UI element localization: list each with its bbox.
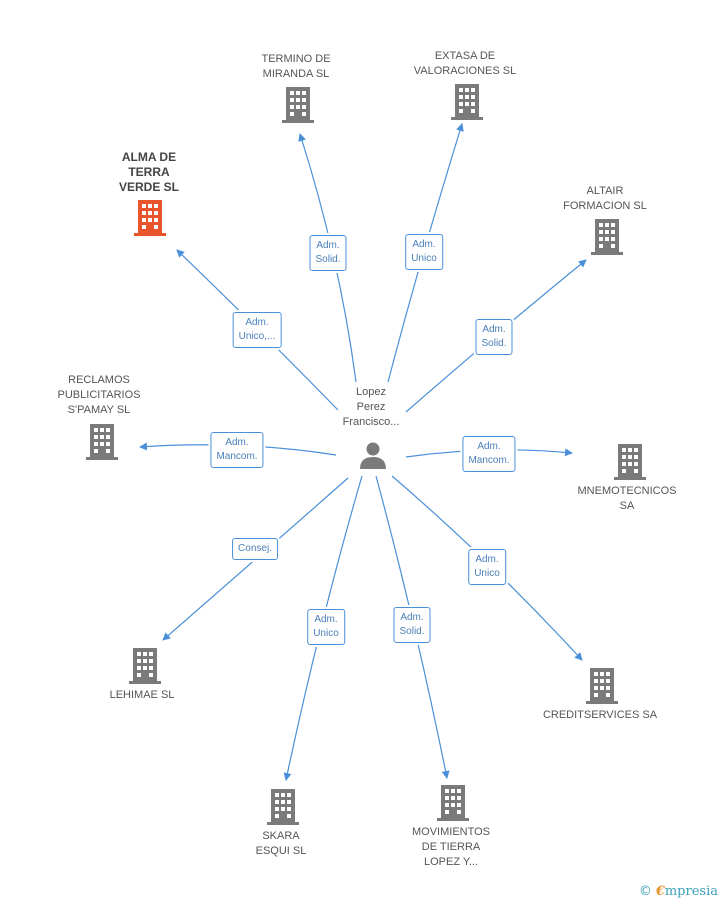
role-label: Adm. Unico	[468, 549, 506, 585]
building-icon[interactable]	[129, 648, 161, 684]
company-label-credit[interactable]: CREDITSERVICES SA	[542, 709, 658, 721]
brand-logo-text: mpresia	[664, 884, 718, 899]
company-label-skara[interactable]: SKARA ESQUI SL	[255, 830, 307, 857]
building-icon[interactable]	[437, 785, 469, 821]
brand-logo-mark: €	[655, 884, 665, 899]
role-label: Adm. Unico	[307, 609, 345, 645]
role-label: Adm. Mancom.	[210, 432, 264, 468]
company-label-alma[interactable]: ALMA DE TERRA VERDE SL	[118, 150, 180, 194]
company-label-mnemo[interactable]: MNEMOTECNICOS SA	[577, 485, 677, 512]
role-label: Adm. Solid.	[475, 319, 513, 355]
building-icon[interactable]	[282, 87, 314, 123]
building-icon[interactable]	[614, 444, 646, 480]
building-icon[interactable]	[86, 424, 118, 460]
company-label-extasa[interactable]: EXTASA DE VALORACIONES SL	[413, 50, 517, 77]
role-label: Adm. Unico	[405, 234, 443, 270]
copyright-icon: ©	[638, 884, 652, 899]
company-label-altair[interactable]: ALTAIR FORMACION SL	[563, 185, 647, 212]
company-label-reclamos[interactable]: RECLAMOS PUBLICITARIOS S'PAMAY SL	[57, 374, 141, 416]
building-icon[interactable]	[451, 84, 483, 120]
role-label: Adm. Mancom.	[462, 436, 516, 472]
role-label: Adm. Solid.	[309, 235, 347, 271]
building-icon[interactable]	[267, 789, 299, 825]
role-label: Adm. Solid.	[393, 607, 431, 643]
brand-logo[interactable]: ©€mpresia	[639, 884, 718, 899]
person-icon[interactable]	[358, 440, 388, 470]
role-label: Adm. Unico,...	[232, 312, 282, 348]
person-name[interactable]: Lopez Perez Francisco...	[342, 386, 400, 428]
company-label-movimientos[interactable]: MOVIMIENTOS DE TIERRA LOPEZ Y...	[411, 826, 491, 868]
building-icon-highlight[interactable]	[134, 200, 166, 236]
building-icon[interactable]	[591, 219, 623, 255]
company-label-termino[interactable]: TERMINO DE MIRANDA SL	[261, 53, 331, 80]
company-label-lehimae[interactable]: LEHIMAE SL	[109, 689, 175, 701]
building-icon[interactable]	[586, 668, 618, 704]
role-label: Consej.	[232, 538, 278, 560]
